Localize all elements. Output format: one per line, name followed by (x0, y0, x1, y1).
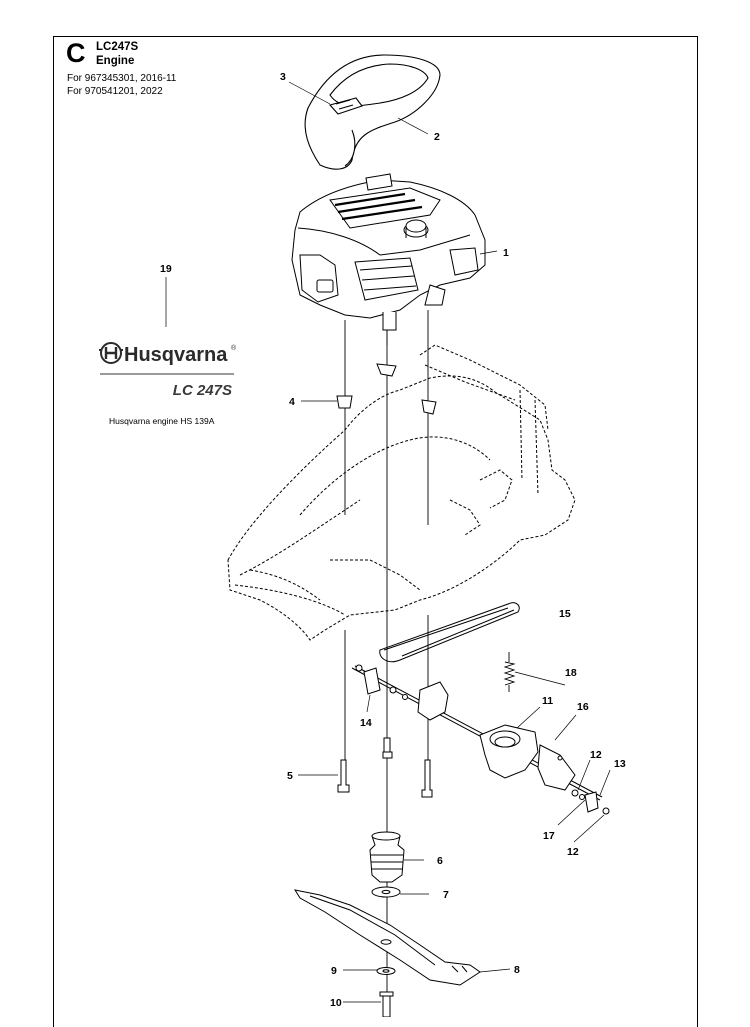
leader-lines (165, 81, 611, 1003)
registered-mark: ® (231, 344, 237, 352)
engine-mount-spacers (336, 363, 437, 415)
engine-bolts (337, 737, 433, 798)
husqvarna-logo: Husqvarna ® LC 247S (99, 342, 237, 399)
badge-rule (100, 373, 234, 375)
callout-10: 10 (330, 997, 342, 1009)
spring (503, 652, 516, 692)
callout-9: 9 (331, 965, 337, 977)
callout-11: 11 (542, 695, 553, 707)
callout-5: 5 (287, 770, 293, 782)
model-title: LC247S (96, 41, 139, 53)
callout-16: 16 (577, 701, 589, 713)
page-frame (53, 36, 698, 1027)
for-line-2: For 970541201, 2022 (67, 86, 163, 97)
callout-15: 15 (559, 608, 571, 620)
callout-12-upper: 12 (590, 749, 602, 761)
washer (371, 886, 401, 898)
engine-cover (304, 54, 441, 170)
callout-7: 7 (443, 889, 449, 901)
engine-note: Husqvarna engine HS 139A (109, 416, 215, 426)
blade (293, 889, 481, 986)
drive-belt (379, 602, 520, 663)
callout-3: 3 (280, 71, 286, 83)
callout-13: 13 (614, 758, 626, 770)
gearbox-assembly (351, 664, 610, 815)
blade-washer (376, 967, 396, 975)
callout-18: 18 (565, 667, 577, 679)
mower-deck (227, 344, 576, 641)
callout-8: 8 (514, 964, 520, 976)
callout-6: 6 (437, 855, 443, 867)
model-badge: LC 247S (173, 382, 232, 399)
callout-14: 14 (360, 717, 372, 729)
blade-bolt (379, 991, 394, 1017)
callout-2: 2 (434, 131, 440, 143)
for-line-1: For 967345301, 2016-11 (67, 73, 177, 84)
section-letter: C (66, 38, 86, 68)
section-title: Engine (96, 55, 135, 67)
engine (291, 173, 486, 331)
callout-1: 1 (503, 247, 509, 259)
crown-icon (99, 342, 123, 364)
callout-4: 4 (289, 396, 295, 408)
blade-adapter (369, 831, 405, 883)
callout-17: 17 (543, 830, 555, 842)
cover-badge (328, 97, 363, 115)
callout-12-lower: 12 (567, 846, 579, 858)
callout-19: 19 (160, 263, 172, 275)
logo-text: Husqvarna (124, 344, 228, 366)
